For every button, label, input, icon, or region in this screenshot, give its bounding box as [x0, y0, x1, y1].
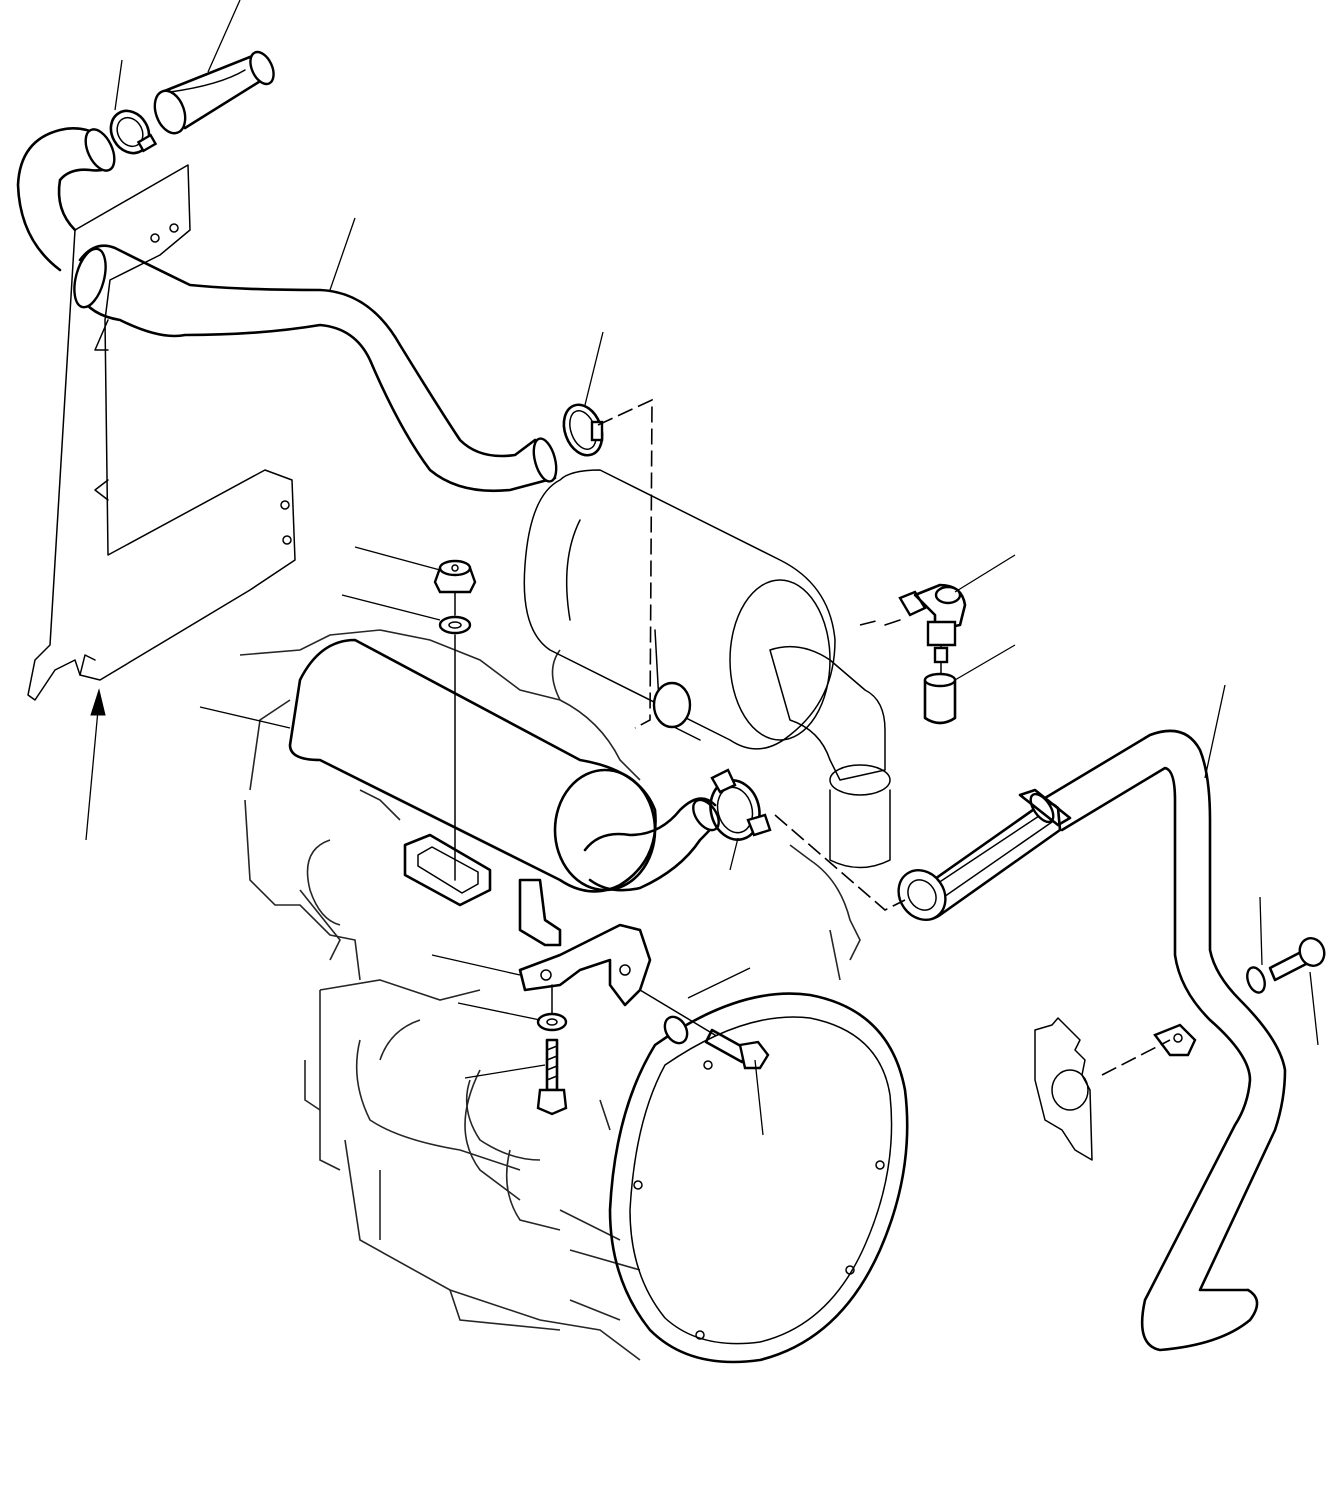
bracket-washer — [536, 1012, 568, 1032]
mounting-bolt — [639, 989, 770, 1070]
leader-lines — [114, 0, 1319, 1136]
muffler — [288, 638, 720, 893]
muffler-washer — [438, 615, 472, 635]
pipe-bolt — [1268, 937, 1326, 982]
exhaust-pipe — [16, 127, 558, 493]
side-panel — [27, 164, 296, 701]
muffler-bracket — [403, 833, 652, 1007]
mount-plate — [1034, 1017, 1093, 1161]
pipe-washer — [1246, 966, 1266, 994]
air-cleaner — [523, 469, 891, 869]
flywheel-housing — [608, 992, 909, 1364]
hose-clamp — [709, 768, 772, 841]
bracket-bolt — [536, 984, 568, 1116]
air-intake-hose — [897, 788, 1072, 921]
tail-pipe — [153, 50, 275, 135]
pipe-clamp — [562, 403, 604, 457]
flange-washer — [663, 1015, 689, 1045]
muffler-nut — [433, 559, 477, 594]
view-arrow — [85, 688, 106, 841]
intake-pipe — [1043, 729, 1287, 1352]
elbow-fitting — [884, 583, 967, 647]
tail-pipe-clamp — [109, 109, 158, 155]
assembly-lines — [597, 398, 1171, 1076]
engine-block — [239, 629, 861, 1361]
dust-indicator — [923, 644, 957, 725]
